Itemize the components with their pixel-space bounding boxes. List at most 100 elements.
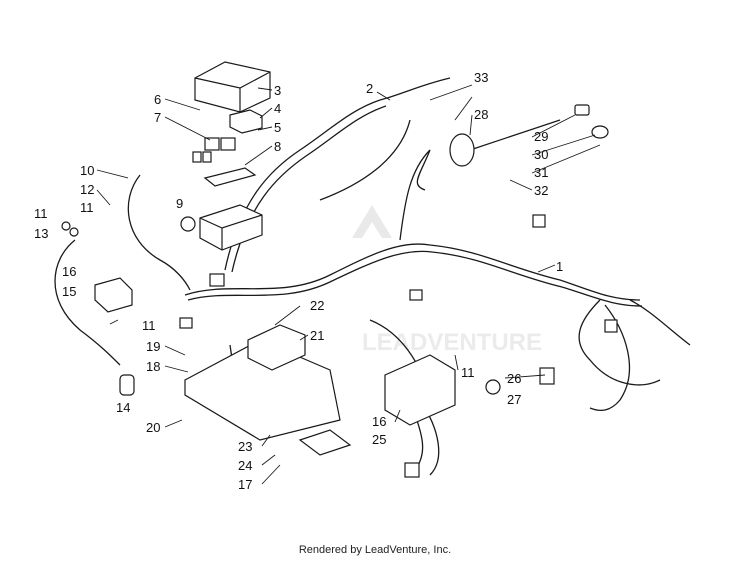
clamp-9 [180, 216, 196, 232]
ignition-coil [449, 133, 475, 167]
callout-25: 25 [372, 432, 386, 447]
watermark-text: LEADVENTURE [362, 329, 542, 356]
callout-1: 1 [556, 259, 563, 274]
callout-29: 29 [534, 129, 548, 144]
clamp-27 [485, 379, 501, 395]
leader-32 [509, 179, 533, 191]
fuse-small-b [202, 151, 212, 163]
callout-26: 26 [507, 371, 521, 386]
callout-23: 23 [238, 439, 252, 454]
battery-cable-10 [127, 174, 191, 291]
coil-branch [416, 149, 431, 191]
upper-branch-wire-2 [231, 105, 387, 273]
leader-6 [164, 98, 201, 111]
connector-f [404, 462, 420, 478]
callout-33: 33 [474, 70, 488, 85]
leader-22 [274, 305, 301, 326]
callout-11-a: 11 [34, 206, 48, 221]
sensor-wire [589, 304, 631, 412]
right-branch-wire [578, 299, 661, 386]
callout-16-a: 16 [62, 264, 76, 279]
main-harness-wire [184, 243, 641, 301]
plate-label [298, 429, 352, 456]
leader-3 [257, 87, 273, 91]
callout-31: 31 [534, 165, 548, 180]
rectifier [384, 354, 456, 426]
callout-20: 20 [146, 420, 160, 435]
callout-8: 8 [274, 139, 281, 154]
callout-11-c: 11 [142, 318, 156, 333]
ground-wire [319, 119, 411, 201]
relay [229, 109, 263, 134]
leader-20 [164, 419, 183, 428]
leader-18 [164, 365, 189, 373]
callout-6: 6 [154, 92, 161, 107]
sensor-bracket [539, 367, 555, 385]
callout-19: 19 [146, 339, 160, 354]
connector-b [409, 289, 423, 301]
leader-11-reg [454, 354, 459, 371]
connector-c [179, 317, 193, 329]
callout-27: 27 [507, 392, 521, 407]
leader-31 [531, 144, 601, 174]
callout-22: 22 [310, 298, 324, 313]
callout-10: 10 [80, 163, 94, 178]
callout-13: 13 [34, 226, 48, 241]
leader-28 [469, 114, 473, 136]
callout-16-b: 16 [372, 414, 386, 429]
callout-32: 32 [534, 183, 548, 198]
callout-21: 21 [310, 328, 324, 343]
leader-16-reg [394, 409, 401, 423]
leader-21 [299, 334, 309, 341]
leader-1 [537, 264, 556, 273]
spark-plug-cap [574, 104, 590, 116]
connector-a [532, 214, 546, 228]
fuse-a [204, 137, 220, 151]
callout-30: 30 [534, 147, 548, 162]
callout-18: 18 [146, 359, 160, 374]
fuse-b [220, 137, 236, 151]
connector-e [604, 319, 618, 333]
leader-12 [96, 189, 111, 206]
leader-lines [96, 84, 601, 485]
callout-4: 4 [274, 101, 281, 116]
callout-11-b: 11 [80, 200, 94, 215]
leader-23 [261, 434, 271, 447]
wire-33 [379, 77, 451, 101]
terminal-boot [119, 374, 135, 396]
leader-11-top [454, 96, 473, 121]
callout-28: 28 [474, 107, 488, 122]
leader-30 [531, 134, 596, 156]
leader-19 [164, 345, 186, 356]
leader-8 [244, 145, 273, 166]
right-branch-wire-2 [629, 299, 691, 346]
nut-13 [69, 227, 79, 237]
leader-17 [261, 464, 281, 485]
fuse-box-cover [194, 61, 271, 113]
components [61, 61, 618, 478]
callout-24: 24 [238, 458, 252, 473]
leader-4 [259, 107, 273, 119]
fuse-strip [203, 167, 257, 187]
leader-24 [261, 454, 276, 466]
leader-33 [429, 84, 473, 101]
connector-d [209, 273, 225, 287]
fuse-block [199, 204, 263, 251]
callout-7: 7 [154, 110, 161, 125]
main-harness-wire-2 [187, 250, 643, 307]
callout-12: 12 [80, 182, 94, 197]
leader-2 [376, 91, 391, 101]
leader-11-sol [109, 319, 119, 325]
fuse-small-a [192, 151, 202, 163]
callout-3: 3 [274, 83, 281, 98]
watermark-logo [352, 205, 392, 238]
coil-lead-wire [469, 119, 561, 151]
callout-5: 5 [274, 120, 281, 135]
callout-14: 14 [116, 400, 130, 415]
starter-solenoid [94, 277, 133, 313]
leader-5 [257, 126, 273, 131]
leader-26 [504, 374, 546, 379]
watermark: LEADVENTURE [352, 205, 542, 356]
